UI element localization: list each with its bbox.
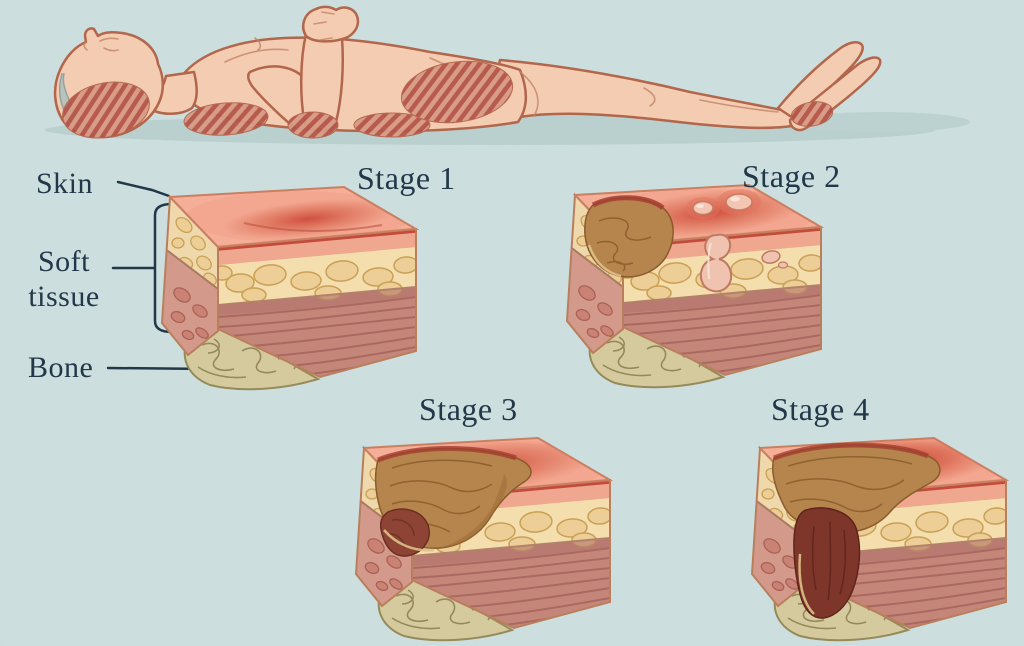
stage4-ulcer-crater <box>772 442 941 619</box>
pressure-point-occiput <box>62 81 150 139</box>
tissue-block-stage-2 <box>563 181 824 387</box>
stage2-blisters <box>686 189 789 293</box>
tissue-block-stage-1 <box>158 187 419 389</box>
stage3-deep-wound <box>379 508 430 557</box>
tissue-block-stage-4 <box>748 425 1009 640</box>
soft-tissue-bracket <box>111 202 174 334</box>
stage-4-label: Stage 4 <box>771 391 870 427</box>
skin-pointer-line <box>116 180 171 198</box>
stage2-ulcer-crater <box>584 195 674 278</box>
stage3-ulcer-crater <box>374 446 532 557</box>
bone-label: Bone <box>28 351 94 384</box>
skin-label: Skin <box>36 167 94 200</box>
stage-2-label: Stage 2 <box>742 158 841 194</box>
pressure-point-elbow <box>287 111 339 139</box>
tissue-block-stage-3 <box>352 430 613 641</box>
pressure-point-shoulder <box>183 102 269 136</box>
pressure-point-buttock <box>353 112 431 138</box>
stage-3-label: Stage 3 <box>419 391 518 427</box>
supine-patient-figure <box>45 5 970 145</box>
stage4-necrotic-wound <box>793 507 861 619</box>
foot-shadow <box>790 112 970 132</box>
stage1-erythema <box>222 198 394 240</box>
soft-tissue-label: Soft tissue <box>28 245 100 314</box>
pressure-point-heel <box>790 101 834 127</box>
pressure-point-hip <box>400 60 514 124</box>
stage-1-label: Stage 1 <box>357 160 456 196</box>
pressure-points <box>62 60 834 139</box>
